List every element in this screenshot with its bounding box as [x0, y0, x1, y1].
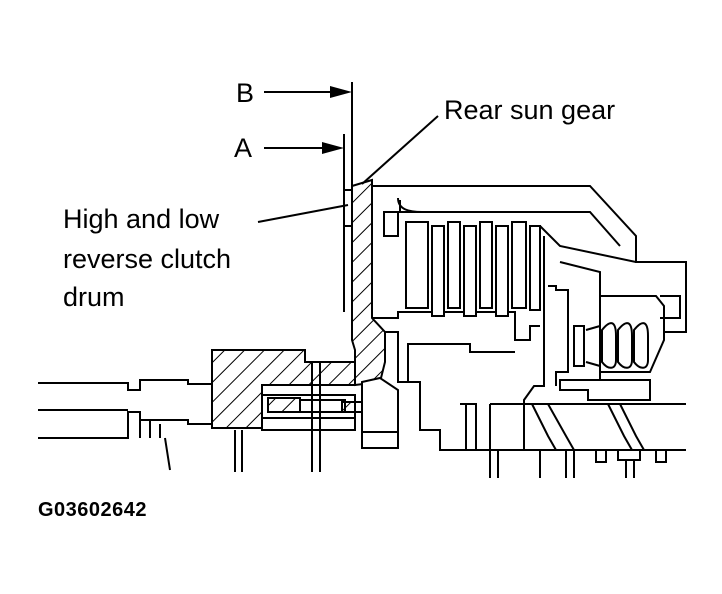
dimension-a [264, 134, 345, 312]
label-drum-line-2: reverse clutch [63, 244, 232, 274]
arrow-b-icon [330, 86, 352, 98]
arrow-a-icon [322, 142, 344, 154]
return-spring [573, 322, 649, 369]
clutch-drum-wall [344, 178, 386, 387]
lower-hub [361, 376, 686, 478]
dimension-b [264, 82, 353, 186]
label-drum-line-3: drum [63, 282, 125, 312]
input-shaft [38, 379, 213, 471]
label-rear-sun-gear: Rear sun gear [444, 95, 616, 125]
piston-housing [523, 225, 681, 450]
leader-drum [257, 204, 349, 223]
clutch-plates [383, 211, 541, 317]
leader-rear-sun-gear [361, 115, 439, 185]
label-b: B [236, 78, 255, 108]
label-a: A [234, 133, 253, 163]
label-drum-line-1: High and low [63, 204, 220, 234]
hatched-hub [211, 349, 363, 472]
figure-id: G03602642 [38, 499, 148, 521]
